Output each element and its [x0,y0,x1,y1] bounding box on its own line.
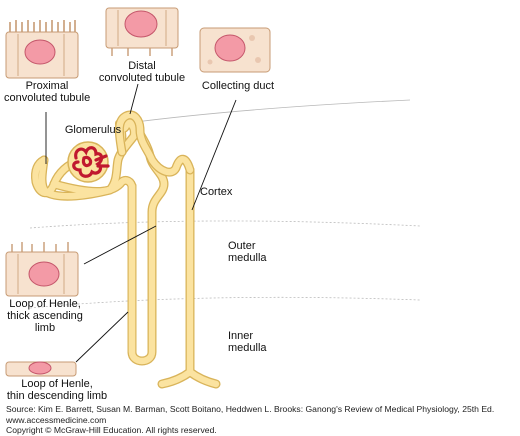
cortex-label: Cortex [200,186,233,198]
glomerulus [67,141,110,183]
leader-lines [45,83,237,363]
inner-medulla-label: Inner medulla [228,330,267,354]
proximal-tubule-label: Proximal convoluted tubule [4,80,91,104]
thick-limb-cell-illustration [5,242,79,297]
distal-cell-illustration [105,7,179,56]
collecting-duct-label: Collecting duct [201,80,275,92]
outer-medulla-boundary-line [29,220,421,229]
nephron-diagram [5,7,421,389]
distal-tubule-label: Distal convoluted tubule [98,60,186,84]
proximal-cell-illustration [5,20,79,79]
glomerulus-label: Glomerulus [64,124,122,136]
distal-tubule-loop [114,110,195,177]
cortex-boundary-line [119,99,411,125]
outer-medulla-label: Outer medulla [228,240,267,264]
thick-limb-label: Loop of Henle, thick ascending limb [7,298,83,334]
thin-limb-cell-illustration [5,361,77,377]
source-citation: Source: Kim E. Barrett, Susan M. Barman,… [6,404,495,414]
thin-limb-label: Loop of Henle, thin descending limb [6,378,108,402]
collecting-duct-cell-illustration [199,27,271,73]
inner-medulla-boundary-line [29,296,421,309]
source-website: www.accessmedicine.com [6,414,107,425]
source-footer: Source: Kim E. Barrett, Susan M. Barman,… [6,404,518,436]
copyright-notice: Copyright © McGraw-Hill Education. All r… [6,425,217,435]
